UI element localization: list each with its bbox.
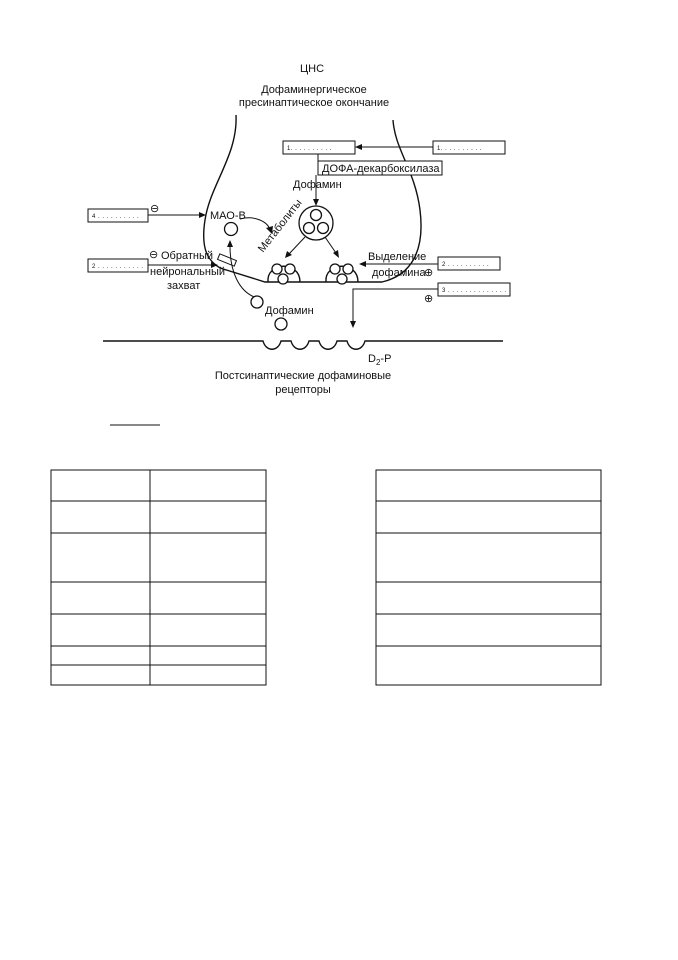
dopamine-granule (309, 208, 323, 222)
dopamine-molecule-mao (223, 221, 239, 237)
plus-sign-receptor: ⊕ (424, 293, 433, 305)
arrow-line-vesicle-left (288, 236, 306, 255)
receptor-type-label: D2-P (368, 353, 391, 367)
reuptake-transporter (216, 253, 238, 267)
cns-label: ЦНС (300, 63, 324, 75)
mao-label: МАО-В (210, 210, 246, 222)
arrowhead-reuptake-path (227, 240, 233, 247)
enzyme-box (317, 160, 443, 176)
answer-box-release-text: 2 . . . . . . . . . . (442, 262, 489, 268)
answer-box-receptor-text: 3 . . . . . . . . . . . . . . (442, 288, 507, 294)
answer-box-mao-text: 4 . . . . . . . . . . (92, 214, 139, 220)
reuptake-label-line2: нейрональный (150, 266, 225, 278)
dopamine-granule (284, 263, 296, 275)
arrow-line-box3 (352, 288, 438, 322)
answer-box-enzyme-right-text: 1. . . . . . . . . . (437, 146, 482, 152)
dopamine-granule (336, 273, 348, 285)
receptor-label-line1: Постсинаптические дофаминовые (215, 370, 391, 382)
dopamine-granule (302, 221, 316, 235)
dopamine-granule (316, 221, 330, 235)
released-dopamine-molecule (250, 295, 264, 309)
right-table (375, 469, 602, 686)
reuptake-label-line3: захват (167, 280, 200, 292)
arrow-line-vesicle-right (324, 236, 337, 254)
arrowhead-box3 (350, 321, 356, 328)
answer-box-enzyme-left[interactable] (282, 140, 356, 155)
arrowhead-box4 (199, 212, 206, 218)
arrowhead-to-vesicle (313, 199, 319, 206)
dopamine-granule (271, 263, 283, 275)
receptor-type-subscript: 2 (376, 358, 381, 367)
answer-box-enzyme-left-text: 1. . . . . . . . . . (287, 146, 332, 152)
release-label-line2: дофамина (372, 267, 426, 279)
arrowhead-box1-right (355, 144, 362, 150)
left-table (50, 469, 267, 686)
left-table-border (50, 469, 267, 686)
arrow-line-reuptake-path (229, 245, 258, 299)
fusing-vesicle-left (267, 265, 301, 283)
terminal-label-line2: пресинаптическое окончание (239, 97, 389, 109)
arrowhead-box2-reuptake (211, 262, 218, 268)
dopamine-granule (277, 273, 289, 285)
metabolites-label: Метаболиты (256, 197, 305, 255)
fusing-vesicle-right (325, 265, 359, 283)
arrowhead-vesicle-left (285, 251, 292, 258)
postsynaptic-membrane (103, 340, 503, 350)
terminal-membrane (203, 114, 422, 283)
arrowhead-to-metabolites (266, 226, 273, 234)
terminal-label-line1: Дофаминергическое (261, 84, 367, 96)
reuptake-label-line1: Обратный (161, 250, 213, 262)
dopamine-bottom-label: Дофамин (265, 305, 314, 317)
dopamine-granule (329, 263, 341, 275)
receptor-label-line2: рецепторы (275, 384, 331, 396)
receptor-type-d: D (368, 353, 376, 365)
minus-sign-mao: ⊖ (150, 203, 159, 215)
answer-box-reuptake-text: 2 . . . . . . . . . . . (92, 264, 144, 270)
minus-sign-reuptake: ⊖ (149, 249, 158, 261)
enzyme-label: ДОФА-декарбоксилаза (322, 163, 440, 175)
receptor-type-suffix: -P (380, 353, 391, 365)
released-dopamine-molecule (274, 317, 288, 331)
arrowhead-box2-release (359, 261, 366, 267)
dopamine-granule (342, 263, 354, 275)
dopamine-top-label: Дофамин (293, 179, 342, 191)
arrowhead-vesicle-right (333, 250, 339, 258)
release-label-line1: Выделение (368, 251, 426, 263)
plus-sign-release: ⊕ (424, 267, 433, 279)
right-table-border (375, 469, 602, 686)
